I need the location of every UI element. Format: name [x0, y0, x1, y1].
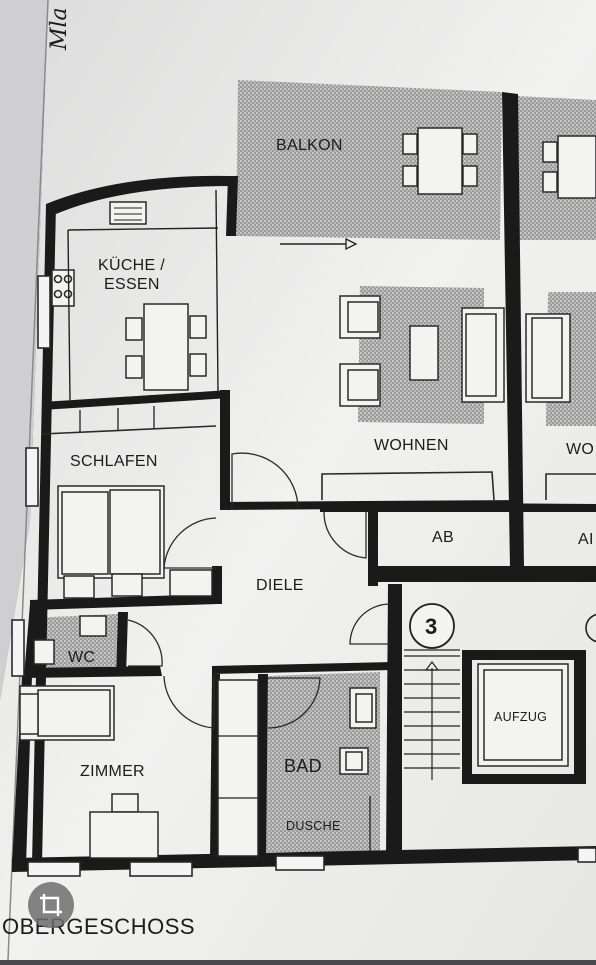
kitchen-fixtures [51, 189, 219, 401]
room-label-schlafen: SCHLAFEN [70, 453, 158, 470]
room-label-kueche-line1: KÜCHE / [98, 256, 165, 274]
zimmer-furniture [19, 679, 259, 859]
room-label-balkon: BALKON [276, 137, 343, 154]
room-label-wohnen-neighbor: WO [566, 441, 594, 458]
balcony-neighbor-area [515, 96, 596, 240]
room-label-zimmer: ZIMMER [80, 763, 145, 780]
staircase [404, 649, 460, 780]
room-label-diele: DIELE [256, 577, 304, 594]
door-swings [127, 452, 391, 729]
wc-fixtures [33, 615, 107, 665]
sliding-door-arrow [280, 237, 358, 251]
crop-icon [40, 894, 62, 916]
previous-page-edge [0, 0, 48, 700]
room-label-ab: AB [432, 529, 454, 546]
elevator-shaft [477, 663, 569, 767]
room-label-wohnen: WOHNEN [374, 437, 449, 454]
bedroom-furniture [41, 406, 217, 599]
room-label-bad: BAD [284, 756, 322, 776]
bathroom-fixtures [339, 687, 377, 852]
staircase-number-badge: 3 [409, 603, 455, 649]
room-label-aufzug: AUFZUG [494, 710, 547, 724]
room-label-kueche-line2: ESSEN [104, 276, 160, 293]
staircase-number: 3 [425, 614, 437, 639]
room-label-wc: WC [68, 649, 95, 666]
living-room-furniture [321, 295, 596, 501]
margin-handwriting: Mla [47, 7, 72, 51]
balcony-table-set [402, 127, 596, 199]
room-label-ab-neighbor: AI [578, 531, 594, 548]
balcony-area [236, 80, 502, 240]
windows [11, 275, 596, 877]
room-label-dusche: DUSCHE [286, 819, 341, 833]
crop-button[interactable] [28, 882, 74, 928]
